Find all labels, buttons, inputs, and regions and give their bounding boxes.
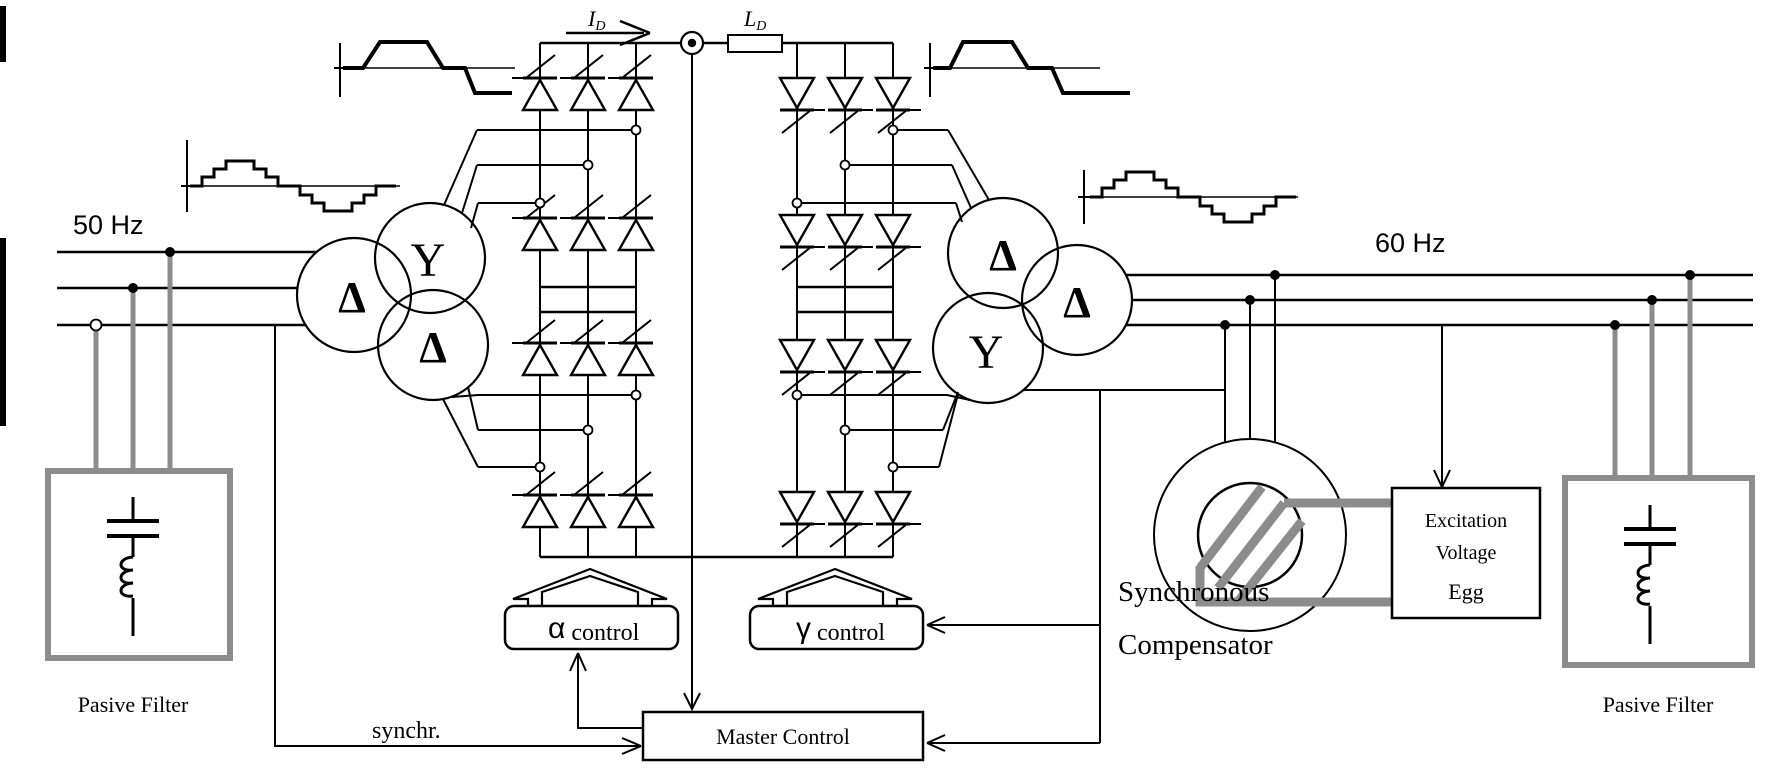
rotor-winding-hatch	[1196, 484, 1306, 607]
excitation-line2: Voltage	[1436, 542, 1497, 564]
master-control-label: Master Control	[716, 724, 850, 749]
ld-label: LD	[743, 6, 766, 34]
converter-bridge-left	[442, 43, 893, 559]
thyristor	[510, 318, 559, 377]
thyristor	[606, 53, 655, 112]
alpha-control-box	[503, 604, 680, 651]
thyristor	[510, 53, 559, 112]
thyristor	[778, 490, 827, 549]
filter-box-left	[45, 468, 233, 661]
capacitor-inductor-branch-right	[1624, 505, 1676, 644]
thyristor	[606, 193, 655, 252]
thyristor	[510, 470, 559, 529]
winding-symbol: Δ	[989, 231, 1017, 280]
id-current-arrow	[566, 19, 651, 47]
thyristor	[826, 490, 875, 549]
thyristor	[826, 213, 875, 272]
thyristor	[826, 338, 875, 397]
id-label: ID	[587, 6, 605, 34]
synchronous-compensator: Synchronous Compensator	[1118, 270, 1392, 661]
master-to-alpha-wire	[569, 652, 643, 729]
freq-label-right: 60 Hz	[1375, 228, 1446, 258]
thyristor	[778, 338, 827, 397]
firing-pulse-arrow-gamma	[757, 567, 913, 608]
thyristor	[874, 76, 923, 135]
thyristor	[558, 53, 607, 112]
excitation-box	[1390, 486, 1542, 620]
reference-feed-wires	[926, 389, 1225, 752]
thyristor	[826, 76, 875, 135]
thyristor	[778, 213, 827, 272]
thyristor	[606, 318, 655, 377]
master-control-box	[641, 710, 925, 762]
compensator-label-line2: Compensator	[1118, 629, 1273, 661]
smoothing-reactor	[727, 34, 783, 53]
field-lead-lower	[1195, 566, 1392, 607]
filter-label-right: Pasive Filter	[1603, 692, 1714, 717]
stator-circle	[1153, 438, 1347, 632]
capacitor-inductor-branch-left	[107, 497, 159, 636]
winding-symbol: Δ	[419, 323, 447, 372]
passive-filter-left: Pasive Filter	[45, 247, 233, 717]
compensator-label-line1: Synchronous	[1118, 576, 1269, 608]
filter-box-right	[1562, 475, 1755, 668]
ac-bus-right	[1126, 273, 1753, 327]
passive-filter-right: Pasive Filter	[1562, 270, 1755, 717]
winding-symbol: Y	[969, 326, 1004, 379]
converter-bridge-right	[778, 43, 990, 557]
winding-symbol: Δ	[338, 273, 366, 322]
page-edge-artifacts	[0, 6, 6, 426]
thyristor	[778, 76, 827, 135]
firing-pulse-arrow-alpha	[512, 567, 668, 608]
transformer-left: Δ Y Δ	[295, 201, 490, 402]
filter-label-left: Pasive Filter	[78, 692, 189, 717]
excitation-line1: Excitation	[1425, 510, 1507, 532]
thyristor	[558, 318, 607, 377]
dc-link: ID LD	[540, 6, 893, 712]
thyristor	[606, 470, 655, 529]
thyristor	[874, 338, 923, 397]
dc-voltage-waveform-right	[924, 40, 1130, 97]
ac-current-waveform-right	[1078, 170, 1298, 224]
transformer-right: Δ Y Δ	[931, 196, 1134, 405]
thyristor	[874, 213, 923, 272]
ac-bus-left	[57, 250, 317, 327]
freq-label-left: 50 Hz	[73, 210, 144, 240]
thyristor	[874, 490, 923, 549]
dc-voltage-waveform-left	[334, 40, 515, 97]
gamma-control-box	[748, 604, 925, 651]
synchr-feed-wire	[274, 325, 642, 755]
winding-symbol: Y	[411, 234, 446, 287]
thyristor	[558, 193, 607, 252]
thyristor	[558, 470, 607, 529]
synchr-label: synchr.	[372, 718, 441, 744]
excitation-line3: Egg	[1448, 579, 1483, 604]
winding-symbol: Δ	[1063, 278, 1091, 327]
ac-current-waveform-left	[181, 140, 400, 213]
excitation-unit: Excitation Voltage Egg	[1390, 325, 1542, 620]
